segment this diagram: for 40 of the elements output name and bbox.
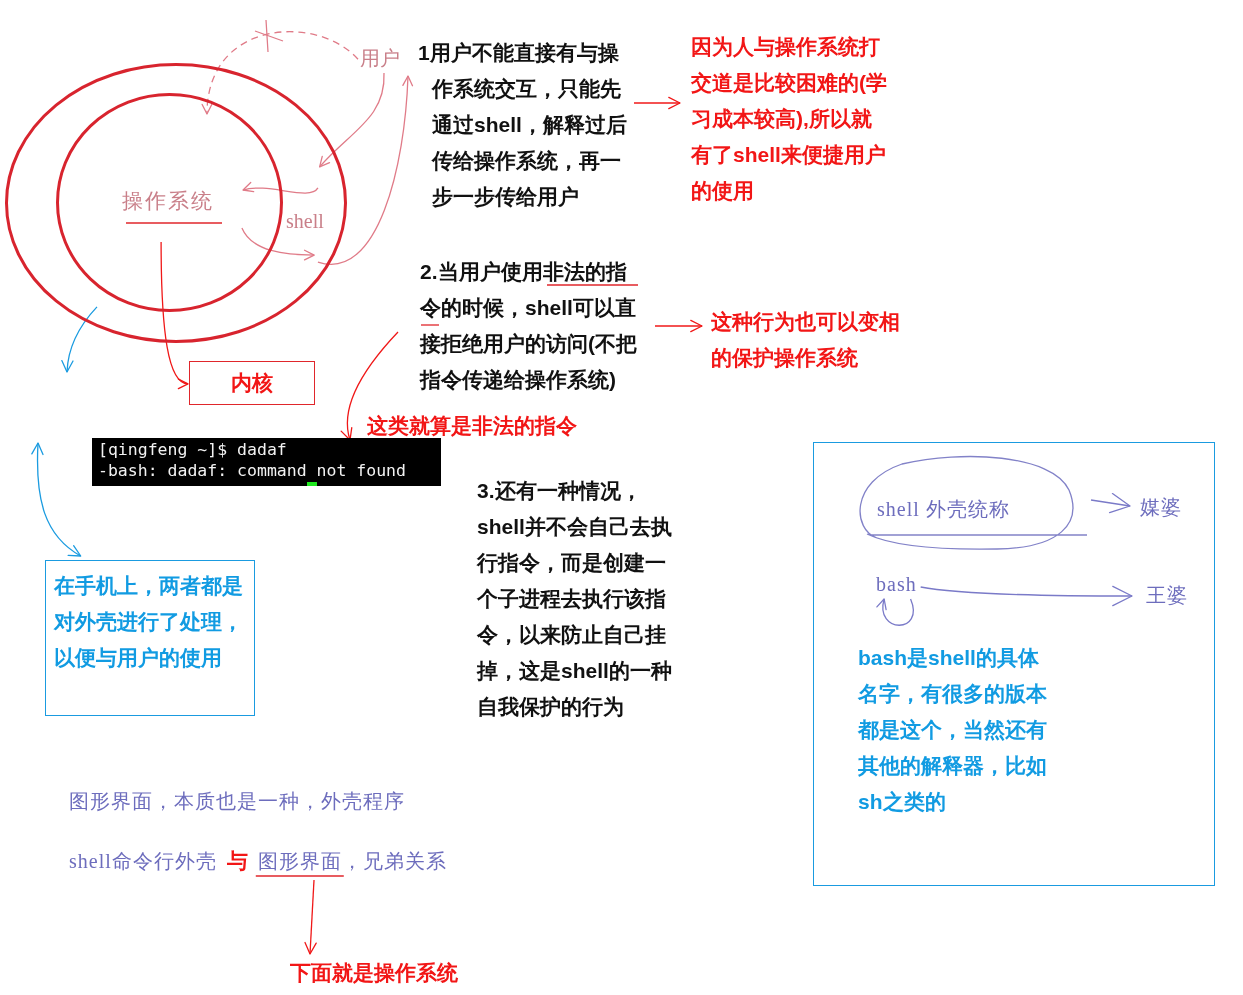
label-box: 内核 bbox=[189, 361, 315, 405]
arrow bbox=[241, 227, 315, 261]
note-text: 因为人与操作系统打交道是比较困难的(学习成本较高),所以就有了shell来便捷用户的使用 bbox=[691, 29, 891, 209]
edge-label: 这类就算是非法的指令 bbox=[367, 414, 577, 438]
ellipse-label: 操作系统 bbox=[122, 189, 214, 213]
note-text: 这种行为也可以变相的保护操作系统 bbox=[711, 304, 903, 376]
sketch-label: 媒婆 bbox=[1140, 494, 1182, 520]
ring-label: shell bbox=[286, 209, 324, 233]
arrow bbox=[317, 75, 413, 265]
arrow bbox=[1090, 492, 1131, 514]
arrow bbox=[633, 96, 681, 110]
note-panel bbox=[813, 442, 1215, 886]
caption-text: 图形界面，本质也是一种，外壳程序 bbox=[69, 789, 405, 814]
terminal-line: [qingfeng ~]$ dadaf bbox=[98, 439, 287, 460]
arrow bbox=[304, 879, 317, 955]
terminal-line: -bash: dadaf: command not found bbox=[98, 460, 406, 481]
sketch-label: 王婆 bbox=[1146, 582, 1188, 608]
arrow bbox=[61, 306, 98, 373]
note-box: 在手机上，两者都是对外壳进行了处理，以便与用户的使用 bbox=[45, 560, 255, 716]
connector-word: 与 bbox=[226, 849, 248, 872]
arrow bbox=[341, 331, 399, 441]
arrow bbox=[920, 585, 1133, 607]
caption-text: shell命令行外壳 bbox=[69, 850, 217, 872]
arrow bbox=[654, 319, 703, 333]
note-text: 3.还有一种情况，shell并不会自己去执行指令，而是创建一个子进程去执行该指令，以来防止自己挂掉，这是shell的一种自我保护的行为 bbox=[477, 473, 675, 725]
arrow bbox=[242, 182, 319, 194]
arrow bbox=[31, 442, 82, 557]
terminal-window bbox=[92, 438, 441, 486]
note-text: 1用户不能直接有与操作系统交互，只能先通过shell，解释过后传给操作系统，再一步一步传给用户 bbox=[418, 35, 632, 215]
arrow bbox=[319, 72, 385, 168]
sketch-label: shell 外壳统称 bbox=[877, 497, 1010, 522]
note-text: bash是shell的具体名字，有很多的版本都是这个，当然还有其他的解释器，比如sh之类的 bbox=[858, 645, 1048, 815]
note-text: 下面就是操作系统 bbox=[290, 960, 458, 986]
arrow bbox=[202, 31, 359, 115]
sketch-label: bash bbox=[876, 571, 917, 597]
user-label: 用户 bbox=[360, 46, 400, 70]
caption-text: 图形界面，兄弟关系 bbox=[257, 850, 447, 872]
arrow bbox=[160, 241, 189, 388]
arrow bbox=[877, 598, 914, 626]
note-text: 2.当用户使用非法的指令的时候，shell可以直接拒绝用户的访问(不把指令传递给操作系统) bbox=[420, 254, 639, 398]
